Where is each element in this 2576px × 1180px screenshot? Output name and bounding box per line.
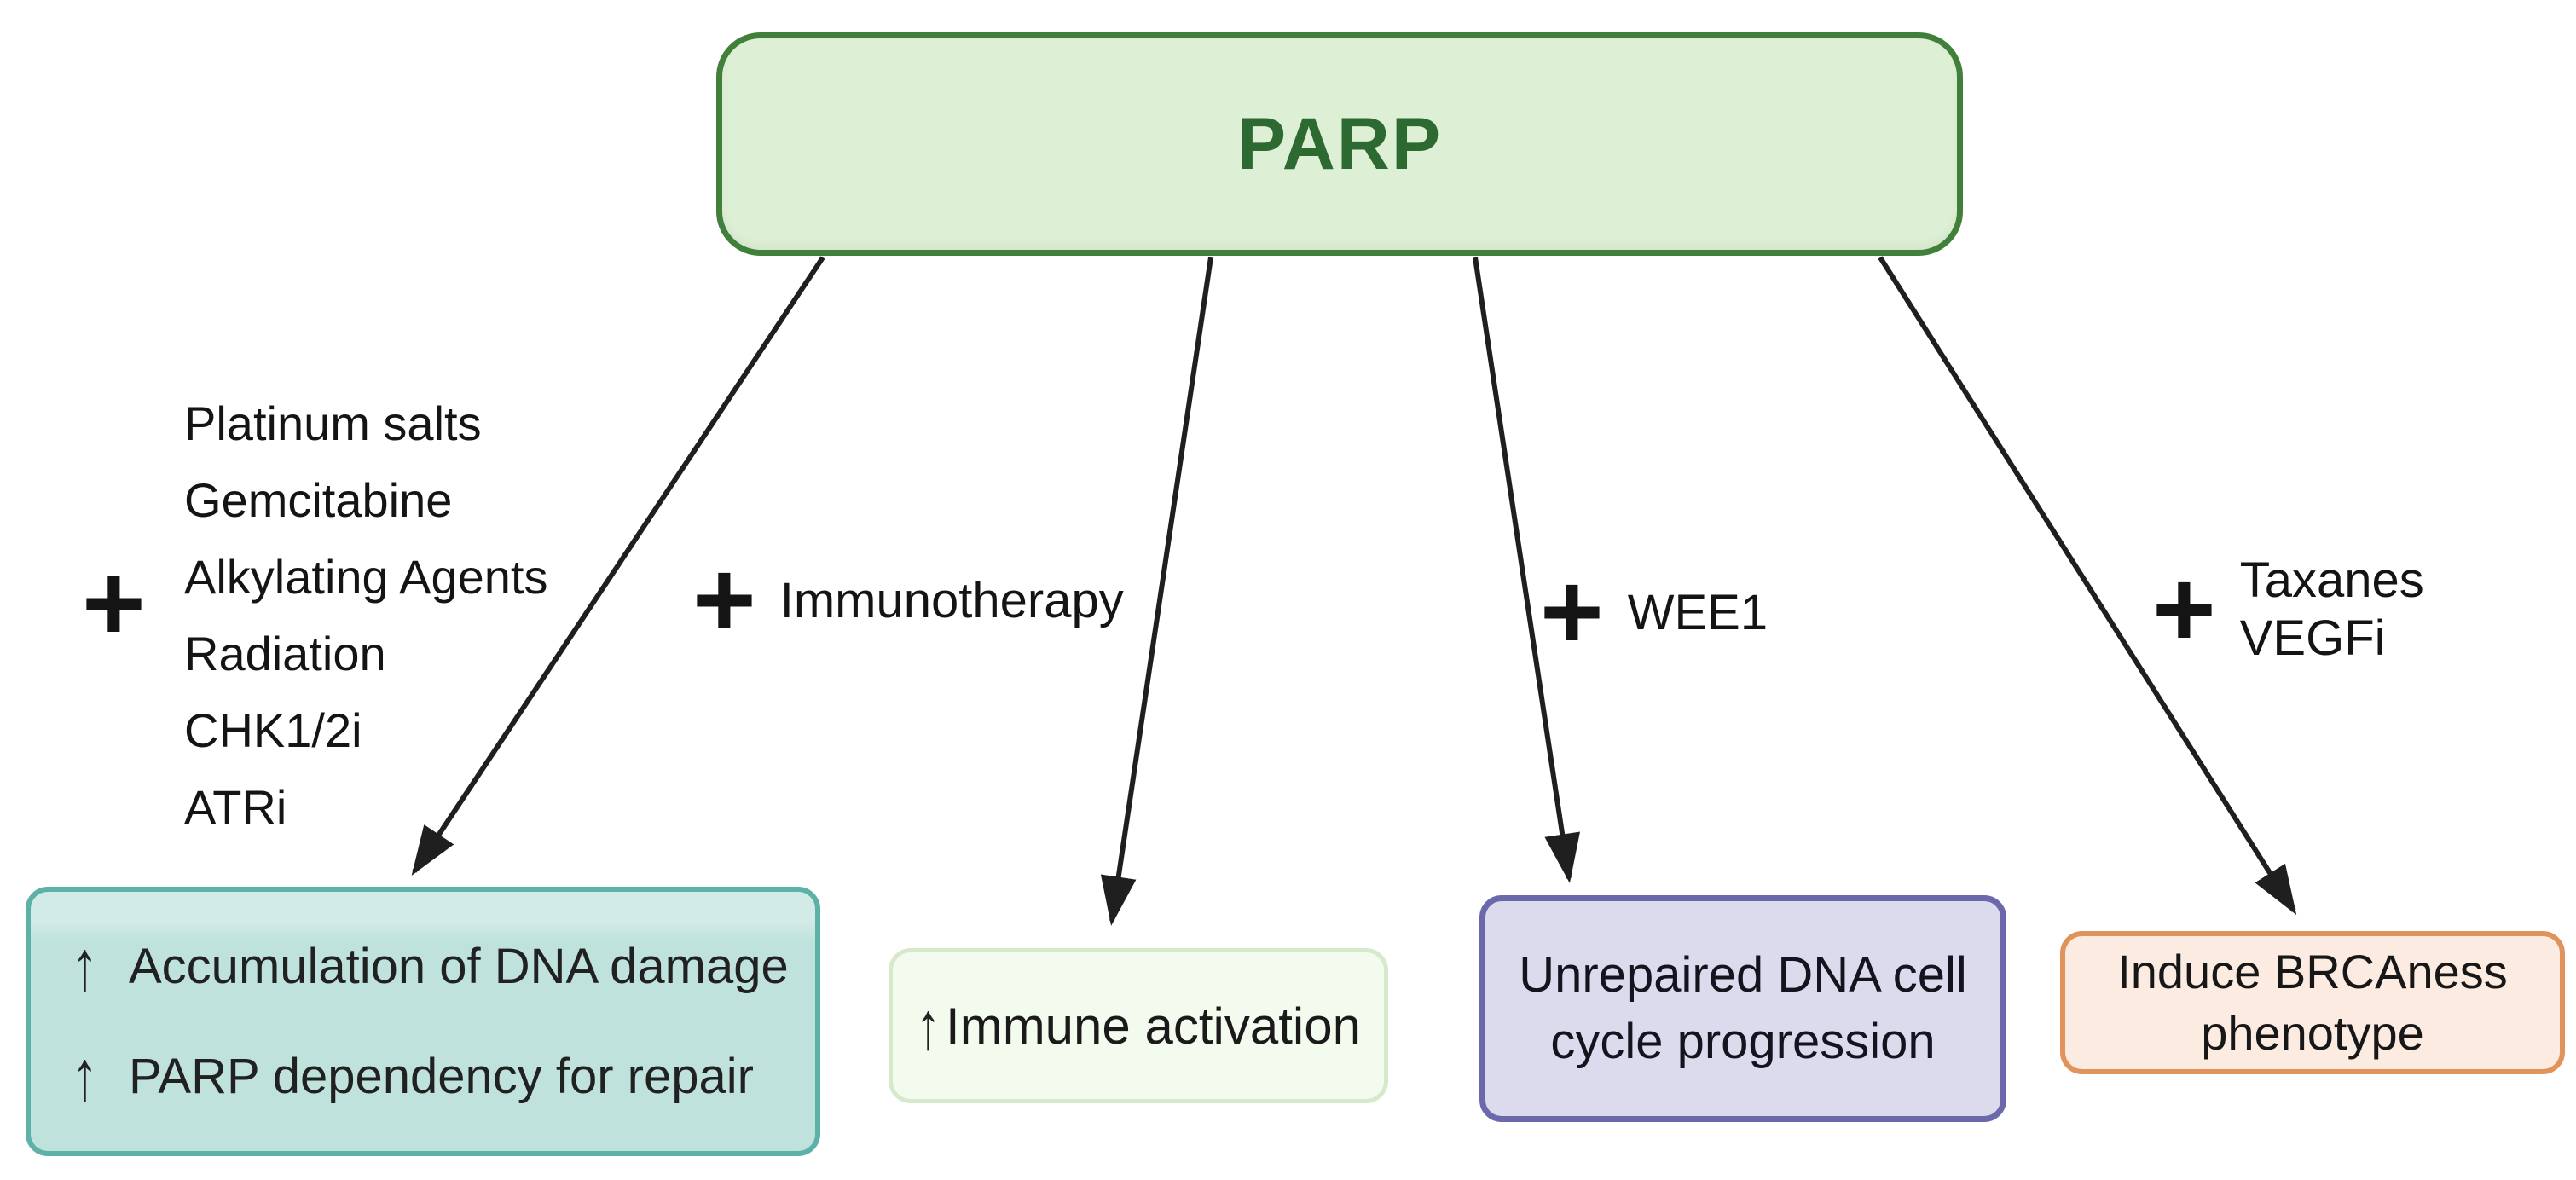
combo-line: CHK1/2i <box>184 703 362 757</box>
combo-line: VEGFi <box>2239 610 2386 666</box>
combo-dna-agents-list: Platinum salts Gemcitabine Alkylating Ag… <box>184 385 547 846</box>
plus-icon: + <box>82 542 146 664</box>
parp-node: PARP <box>716 32 1963 256</box>
outcome-text: Accumulation of DNA damage <box>129 939 789 994</box>
combo-line: Immunotherapy <box>779 572 1124 628</box>
plus-icon: + <box>2152 548 2216 671</box>
combo-wee1-group: + WEE1 <box>1540 551 1768 674</box>
outcome-box-immune-activation: ↑ Immune activation <box>889 948 1388 1103</box>
outcome-text: PARP dependency for repair <box>129 1049 754 1104</box>
combo-line: WEE1 <box>1627 584 1768 640</box>
arrow-to-immune-activation <box>1100 257 1213 926</box>
parp-node-label: PARP <box>1236 102 1443 185</box>
up-arrow-icon: ↑ <box>72 1036 98 1117</box>
outcome-box-dna-damage: ↑ Accumulation of DNA damage ↑ PARP depe… <box>26 887 820 1156</box>
combo-line: Taxanes <box>2239 552 2424 608</box>
outcome-text: Immune activation <box>946 997 1361 1055</box>
combo-line: Alkylating Agents <box>184 550 548 604</box>
outcome-text: cycle progression <box>1550 1014 1936 1069</box>
outcome-line: ↑ Accumulation of DNA damage <box>72 927 815 1006</box>
outcome-line: ↑ Immune activation <box>916 988 1361 1063</box>
combo-taxanes-vegfi-group: + Taxanes VEGFi <box>2152 546 2424 674</box>
combo-line: Platinum salts <box>184 396 482 450</box>
outcome-box-cell-cycle: Unrepaired DNA cell cycle progression <box>1479 895 2006 1122</box>
combo-line: ATRi <box>184 780 287 834</box>
plus-icon: + <box>692 539 756 662</box>
outcome-text: phenotype <box>2201 1006 2424 1060</box>
up-arrow-icon: ↑ <box>72 926 98 1007</box>
outcome-line: ↑ PARP dependency for repair <box>72 1037 815 1116</box>
outcome-text: Induce BRCAness <box>2117 945 2508 998</box>
outcome-box-brcaness: Induce BRCAness phenotype <box>2060 931 2565 1074</box>
up-arrow-icon: ↑ <box>916 988 941 1063</box>
combo-dna-agents-group: + <box>82 549 146 658</box>
combo-taxanes-vegfi-list: Taxanes VEGFi <box>2240 552 2424 668</box>
combo-line: Radiation <box>184 627 386 680</box>
combo-line: Gemcitabine <box>184 473 453 527</box>
combo-immunotherapy-group: + Immunotherapy <box>692 539 1124 662</box>
outcome-text: Unrepaired DNA cell <box>1519 947 1967 1003</box>
plus-icon: + <box>1540 551 1604 674</box>
